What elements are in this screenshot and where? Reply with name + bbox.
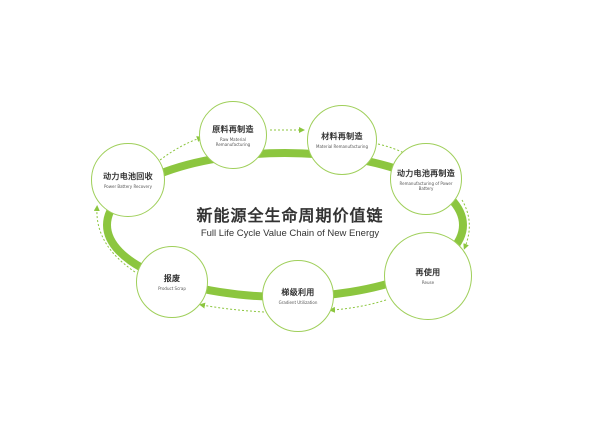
node-label-zh: 动力电池回收 [103, 172, 153, 181]
title-zh: 新能源全生命周期价值链 [196, 206, 384, 225]
node-label-en: Gradient Utilization [278, 300, 318, 305]
flow-arrow [159, 136, 203, 161]
title-en: Full Life Cycle Value Chain of New Energ… [200, 228, 380, 239]
diagram-title: 新能源全生命周期价值链 Full Life Cycle Value Chain … [190, 202, 390, 239]
flow-arrow [93, 205, 136, 273]
node-material-remanufacturing: 材料再制造 Material Remanufacturing [307, 105, 377, 175]
node-label-zh: 原料再制造 [212, 124, 254, 134]
node-label-zh: 材料再制造 [321, 132, 363, 141]
node-label-en: Power Battery Recovery [104, 184, 152, 189]
node-label-en: Material Remanufacturing [316, 144, 368, 149]
node-label-zh: 再使用 [415, 268, 441, 277]
node-product-scrap: 报废 Product Scrap [136, 246, 208, 318]
flow-arrow [329, 299, 387, 313]
flow-arrow [199, 302, 265, 313]
node-power-battery-remanufacturing: 动力电池再制造 Remanufacturing of Power Battery [390, 143, 462, 215]
node-label-en: Raw Material Remanufacturing [215, 136, 251, 147]
node-raw-material-remanufacturing: 原料再制造 Raw Material Remanufacturing [199, 101, 267, 169]
node-reuse: 再使用 Reuse [384, 232, 472, 320]
node-power-battery-recovery: 动力电池回收 Power Battery Recovery [91, 143, 165, 217]
flow-arrow [461, 199, 470, 250]
node-label-zh: 报废 [163, 274, 181, 283]
node-label-zh: 梯级利用 [281, 288, 315, 297]
node-label-en: Remanufacturing of Power Battery [399, 180, 453, 191]
node-gradient-utilization: 梯级利用 Gradient Utilization [262, 260, 334, 332]
node-label-en: Reuse [421, 280, 435, 285]
node-label-en: Product Scrap [158, 286, 186, 291]
node-label-zh: 动力电池再制造 [396, 168, 456, 178]
